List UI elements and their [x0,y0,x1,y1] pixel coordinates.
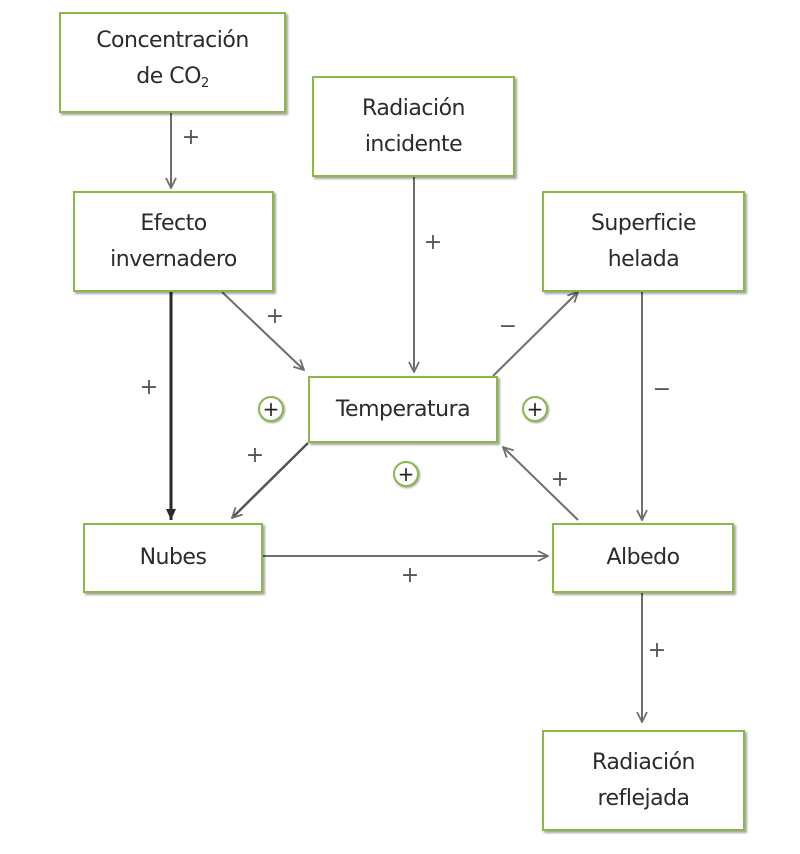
node-temperatura: Temperatura [308,376,498,443]
edge-efecto-temperatura [221,291,304,370]
node-nubes-label: Nubes [139,545,207,570]
sign-co2-efecto: + [181,125,201,150]
node-concentracion-co2-line1: Concentración [96,28,249,53]
node-albedo-label: Albedo [606,545,680,570]
edge-temperatura-nubes [232,442,309,518]
edge-temperatura-superficie [492,292,578,377]
sign-radiacion-temperatura: + [423,230,443,255]
node-superficie-helada-line1: Superficie [590,210,697,236]
node-nubes: Nubes [83,523,263,593]
sign-efecto-temperatura: + [265,304,285,329]
sign-albedo-reflejada: + [647,638,667,663]
node-radiacion-incidente-line2: incidente [364,131,463,157]
node-concentracion-co2: Concentración de CO2 [59,12,286,113]
sign-superficie-albedo: − [652,377,672,402]
node-superficie-helada-line2: helada [607,246,680,272]
loop-sign-right: + [522,396,548,422]
loop-sign-bottom: + [393,461,419,487]
node-radiacion-incidente: Radiación incidente [312,76,515,177]
node-superficie-helada: Superficie helada [542,191,745,292]
node-radiacion-incidente-line1: Radiación [362,95,465,121]
co2-subscript: 2 [200,76,209,91]
node-efecto-invernadero-line1: Efecto [140,210,207,236]
co2-prefix: de CO [136,64,201,89]
node-efecto-invernadero-line2: invernadero [110,246,237,272]
node-radiacion-reflejada-line1: Radiación [592,749,695,775]
sign-nubes-albedo: + [400,563,420,588]
node-efecto-invernadero: Efecto invernadero [73,191,274,292]
sign-albedo-temperatura: + [550,467,570,492]
node-concentracion-co2-line2: de CO2 [136,59,209,102]
node-radiacion-reflejada: Radiación reflejada [542,730,745,831]
node-temperatura-label: Temperatura [335,396,471,422]
loop-sign-left: + [258,396,284,422]
edge-albedo-temperatura [503,447,579,521]
node-radiacion-reflejada-line2: reflejada [597,785,690,811]
sign-temperatura-superficie: − [498,314,518,339]
node-albedo: Albedo [552,523,734,593]
sign-efecto-nubes: + [139,375,159,400]
sign-temperatura-nubes: + [245,443,265,468]
